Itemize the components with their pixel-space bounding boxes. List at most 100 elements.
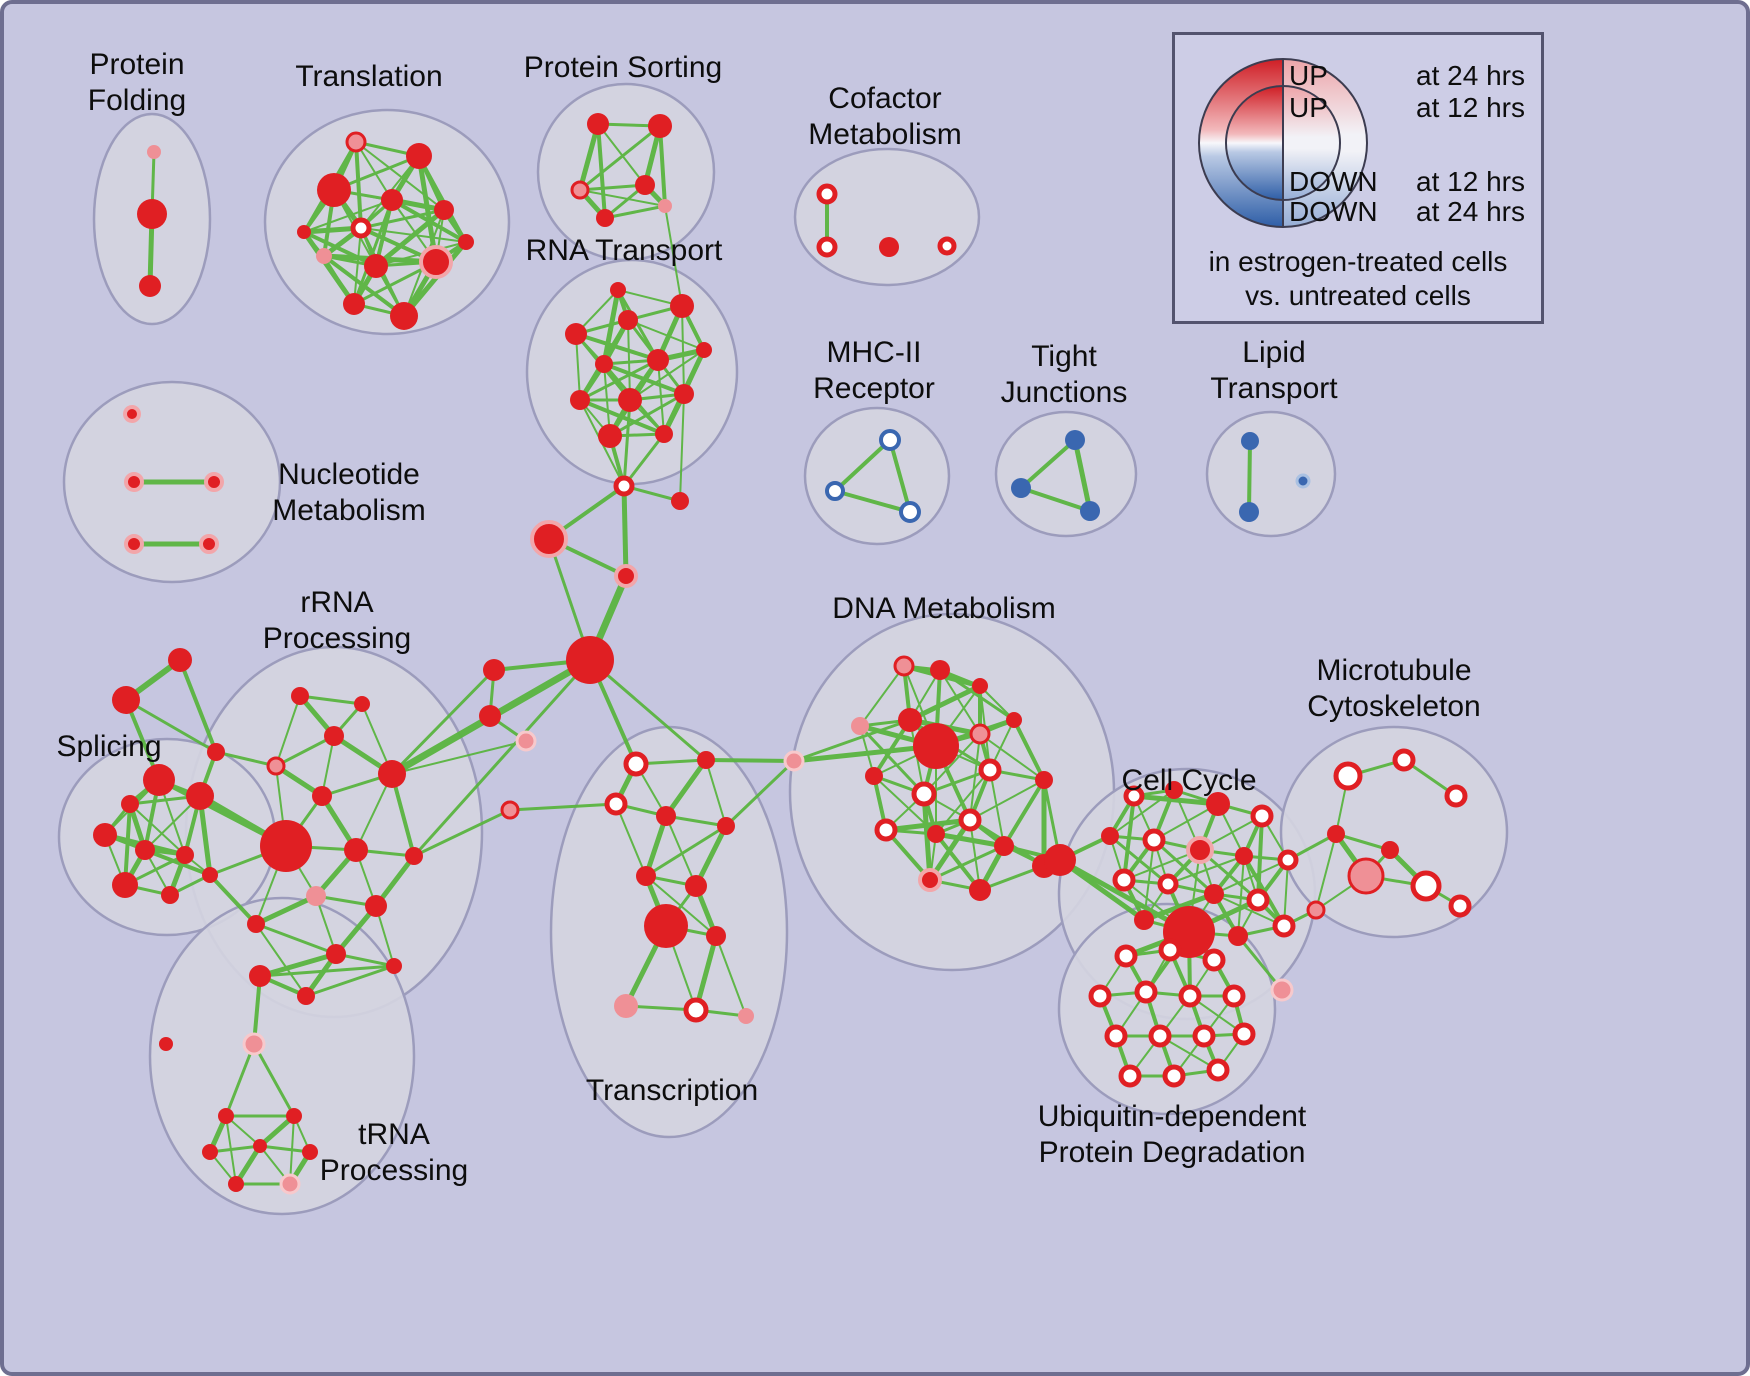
node-dm4 — [851, 717, 869, 735]
node-tc12 — [738, 1008, 754, 1024]
node-rt11 — [610, 282, 626, 298]
edge-rt3-rt8 — [681, 305, 685, 395]
edge-rt10-sn1 — [622, 432, 666, 488]
node-x2 — [112, 686, 140, 714]
edge-rt2-rt7 — [627, 319, 631, 401]
edge-mc4-mc9 — [1315, 833, 1337, 911]
node-ub4 — [1088, 984, 1112, 1008]
edge-rr5-rr9 — [390, 772, 416, 858]
node-ub3 — [1202, 948, 1226, 972]
cluster-label-protein-folding: Protein — [89, 48, 184, 81]
node-ub14 — [1206, 1058, 1230, 1082]
edge-sn10-dm5 — [792, 718, 912, 763]
edge-sp3-sp6 — [129, 803, 186, 856]
edge-sn9-rr9 — [412, 808, 512, 858]
legend-up-24-label: UP — [1289, 60, 1328, 91]
node-nm2 — [124, 472, 144, 492]
node-cc10 — [1112, 868, 1136, 892]
edge-sn4-rt8 — [679, 393, 685, 502]
node-rt7 — [618, 388, 642, 412]
cluster-label-tight-junctions: Junctions — [1001, 376, 1128, 409]
node-tc6 — [636, 866, 656, 886]
node-dm2 — [930, 660, 950, 680]
node-tc8 — [644, 904, 688, 948]
cluster-label-translation: Translation — [295, 60, 442, 93]
node-sn3 — [614, 564, 638, 588]
legend-down-24-time: at 24 hrs — [1416, 196, 1525, 227]
edge-ps1-ps3 — [577, 121, 601, 193]
node-mc4 — [1327, 825, 1345, 843]
edge-ps2-ps6 — [658, 124, 667, 208]
edge-cc8-cc16 — [1237, 855, 1245, 937]
edge-rr3-rr4 — [274, 734, 336, 768]
cluster-label-rrna-processing: Processing — [263, 622, 411, 655]
edge-tc2-tc4 — [663, 757, 709, 819]
edge-sn7-rr5 — [390, 714, 492, 776]
node-lt1 — [1241, 432, 1259, 450]
node-tr8 — [364, 254, 388, 278]
cluster-ellipse-mhc-ii-receptor — [803, 406, 951, 546]
node-ub6 — [1178, 984, 1202, 1008]
node-cc6 — [1142, 828, 1166, 852]
edge-rr14-rr15 — [304, 964, 396, 998]
edge-dm12-dm15 — [969, 779, 1045, 821]
legend-footer-line1: in estrogen-treated cells — [1209, 246, 1508, 277]
cluster-label-protein-folding: Folding — [88, 84, 186, 117]
edge-tj1-tj2 — [1019, 438, 1077, 490]
edge-rr12-sp9 — [208, 873, 258, 926]
node-rr13 — [326, 944, 346, 964]
node-rt6 — [570, 390, 590, 410]
node-tc9 — [706, 926, 726, 946]
node-ps6 — [658, 199, 672, 213]
edge-dm7-dm10 — [923, 733, 981, 795]
node-tc11 — [683, 997, 709, 1023]
node-cm4 — [937, 236, 957, 256]
node-ps5 — [596, 209, 614, 227]
node-cc8 — [1235, 847, 1253, 865]
legend-down-12-time: at 12 hrs — [1416, 166, 1525, 197]
edge-dm11-dm16 — [989, 769, 1005, 847]
edge-dm2-dm8 — [938, 668, 1016, 722]
node-rr2 — [354, 696, 370, 712]
edge-rt1-rt6 — [575, 333, 581, 401]
edge-sn6-rr5 — [390, 668, 496, 776]
edge-dm2-dm7 — [939, 669, 981, 735]
node-ln2 — [1044, 844, 1076, 876]
edge-cc9-cc12 — [1213, 859, 1289, 895]
node-rt10 — [655, 425, 673, 443]
node-ub9 — [1148, 1024, 1172, 1048]
node-tc3 — [604, 792, 628, 816]
edge-tn6-tn7 — [208, 1144, 262, 1154]
node-tn8 — [302, 1144, 318, 1160]
edge-ps2-ps3 — [578, 124, 662, 192]
edge-tc5-tc6 — [644, 824, 728, 878]
edge-sn10-dm6 — [791, 743, 939, 764]
edge-x1-x3 — [178, 658, 218, 754]
node-tn10 — [279, 1173, 301, 1195]
node-cc1 — [1123, 785, 1145, 807]
node-sp5 — [135, 840, 155, 860]
node-rt2 — [618, 310, 638, 330]
cluster-label-protein-sorting: Protein Sorting — [524, 51, 722, 84]
edge-tc4-tc6 — [643, 813, 669, 879]
cluster-label-nucleotide-metabolism: Nucleotide — [278, 458, 420, 491]
node-mc3 — [1444, 784, 1468, 808]
node-sp9 — [202, 867, 218, 883]
node-ps1 — [587, 113, 609, 135]
legend-down-24-label: DOWN — [1289, 196, 1378, 227]
node-lt3 — [1295, 473, 1311, 489]
node-mc7 — [1410, 870, 1442, 902]
legend-inner-left-half — [1226, 86, 1283, 200]
node-pf3 — [139, 275, 161, 297]
node-sp7 — [112, 872, 138, 898]
edge-rr1-rr2 — [298, 694, 364, 706]
node-ps3 — [570, 180, 590, 200]
node-rr6 — [312, 786, 332, 806]
edge-rr1-rr4 — [275, 695, 301, 767]
edge-tc4-tc5 — [664, 814, 728, 828]
node-ub13 — [1162, 1064, 1186, 1088]
edge-sn8-rr5 — [391, 740, 527, 775]
node-ub2 — [1158, 938, 1182, 962]
node-rr8 — [344, 838, 368, 862]
node-rr15 — [297, 987, 315, 1005]
